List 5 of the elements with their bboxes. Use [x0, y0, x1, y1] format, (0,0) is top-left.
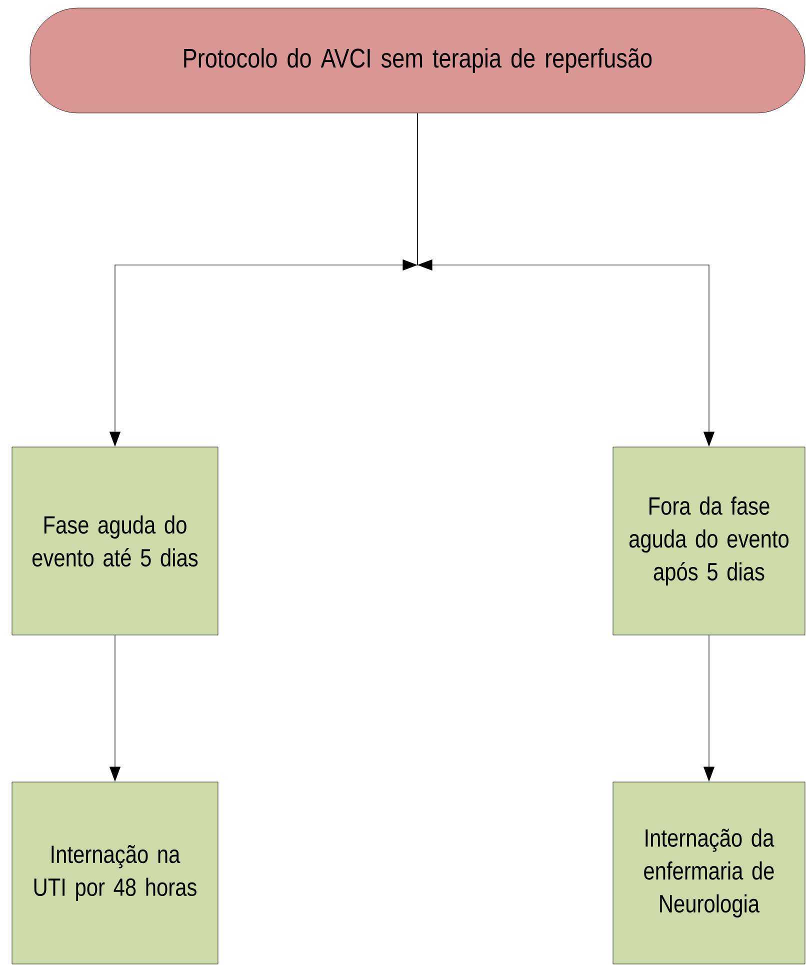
process-box: Fora da fase aguda do evento após 5 dias [612, 446, 806, 636]
process-box: Internação na UTI por 48 horas [12, 782, 218, 964]
process-box: Internação da enfermaria de Neurologia [612, 782, 806, 964]
process-box: Fase aguda do evento até 5 dias [12, 446, 218, 636]
terminal-box: Protocolo do AVCI sem terapia de reperfusão [30, 8, 806, 114]
